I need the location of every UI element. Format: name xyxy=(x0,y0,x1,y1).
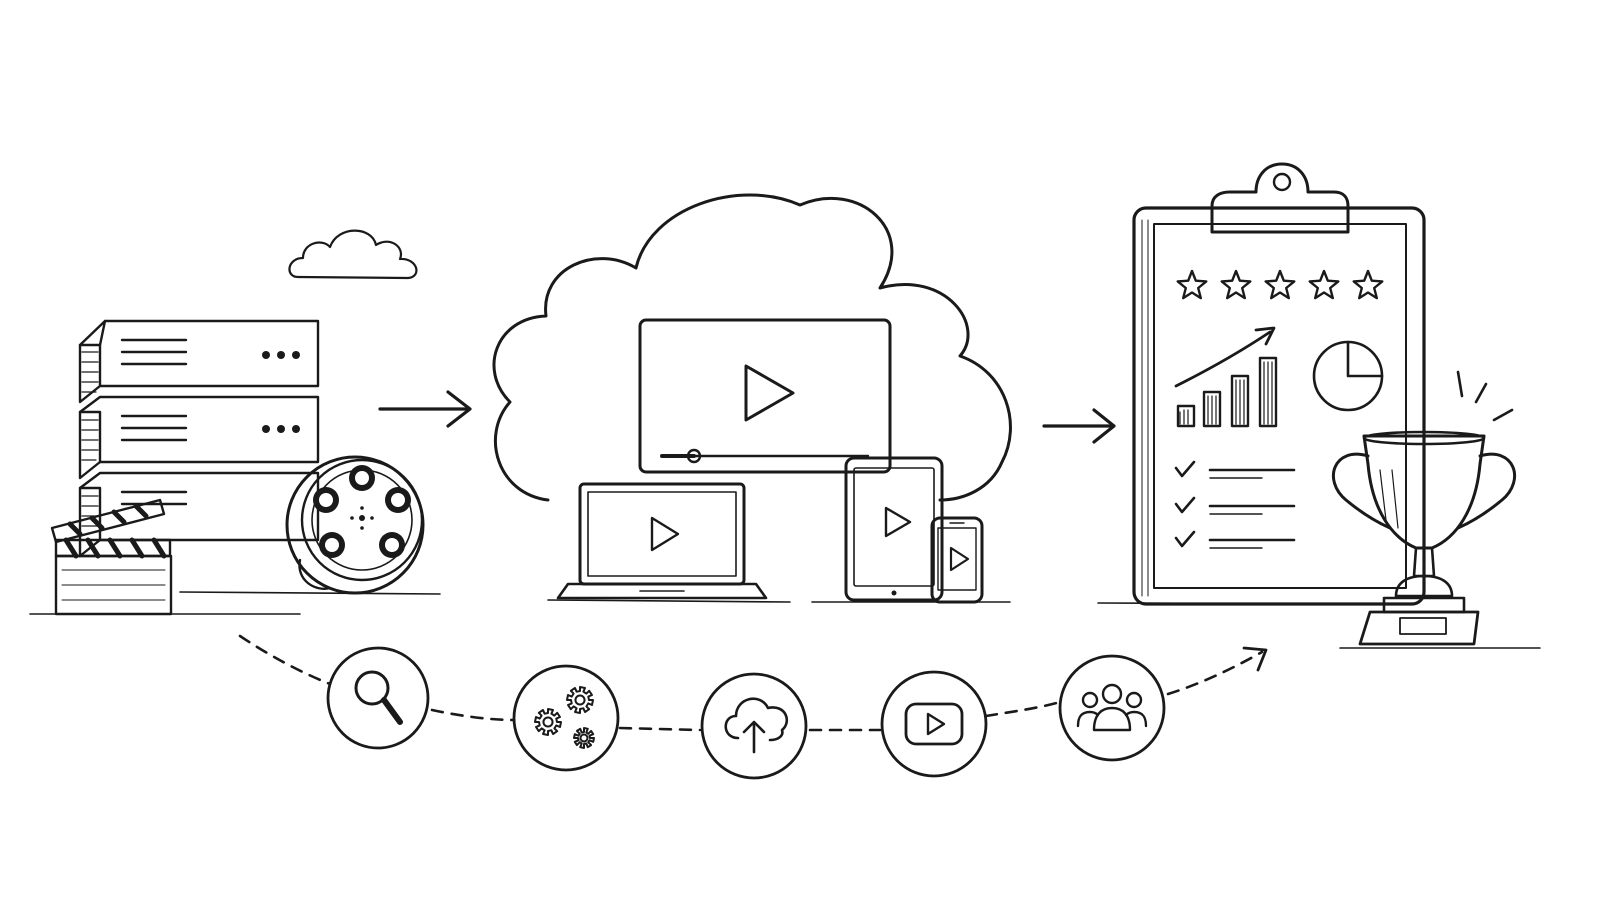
play-button-icon xyxy=(904,702,964,746)
arrow-to-evaluation xyxy=(1042,408,1116,444)
star-rating-icon xyxy=(1176,269,1384,300)
star-outline-icon xyxy=(1220,269,1252,300)
checklist-icon xyxy=(1174,460,1296,549)
gear-hub xyxy=(579,733,589,743)
audience-icon xyxy=(1076,683,1148,732)
arrow-to-cloud xyxy=(378,390,472,428)
film-reel-icon xyxy=(285,455,425,595)
gear-icon xyxy=(566,686,594,714)
bar-chart-icon xyxy=(1174,326,1278,428)
workflow-step-publish xyxy=(880,670,988,778)
gears-icon xyxy=(534,686,595,749)
laptop-icon xyxy=(556,482,768,600)
gear-hub xyxy=(574,694,586,706)
workflow-step-processing xyxy=(512,664,620,772)
workflow-step-audience xyxy=(1058,654,1166,762)
star-outline-icon xyxy=(1352,269,1384,300)
server-rack-icon xyxy=(78,319,320,558)
star-outline-icon xyxy=(1264,269,1296,300)
workflow-step-search xyxy=(326,646,430,750)
small-cloud-icon xyxy=(288,229,418,280)
cloud-icon xyxy=(492,193,1012,502)
tablet-icon xyxy=(844,456,944,602)
gear-icon xyxy=(573,727,595,749)
video-player-icon xyxy=(638,318,892,474)
trophy-icon xyxy=(1331,370,1517,646)
gear-icon xyxy=(534,708,562,736)
gear-hub xyxy=(542,716,554,728)
star-outline-icon xyxy=(1308,269,1340,300)
workflow-step-upload xyxy=(700,672,808,780)
workflow-path xyxy=(238,634,1268,732)
star-outline-icon xyxy=(1176,269,1208,300)
phone-icon xyxy=(930,516,984,604)
pie-chart-icon xyxy=(1312,340,1384,412)
cloud-upload-icon xyxy=(724,697,789,754)
search-icon xyxy=(354,670,403,725)
